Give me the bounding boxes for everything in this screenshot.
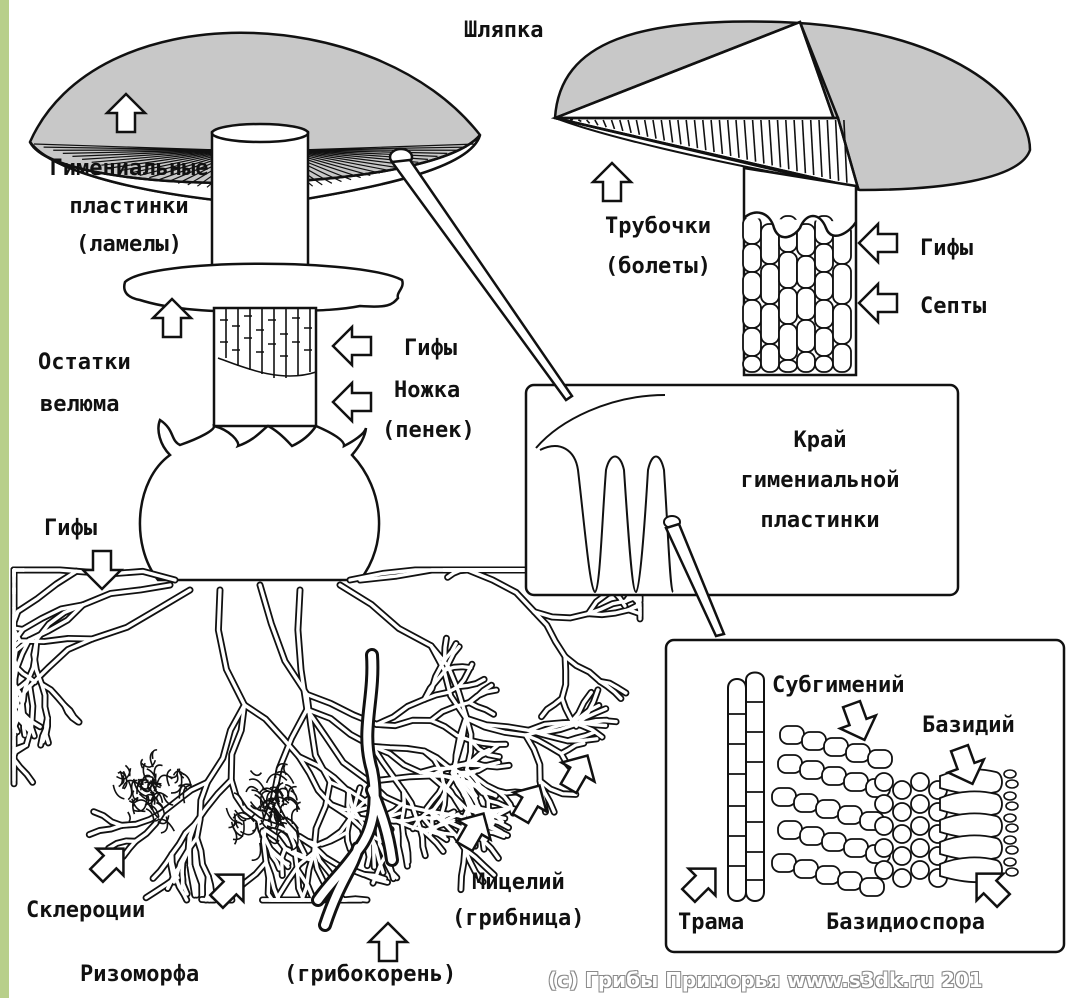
label-hyphae-stem: Гифы xyxy=(404,338,457,360)
volva xyxy=(140,420,379,580)
label-edge-line1: Край xyxy=(690,430,950,452)
label-cap: Шляпка xyxy=(464,20,543,42)
label-veil-line1: Остатки xyxy=(38,352,131,374)
label-trama: Трама xyxy=(678,912,744,934)
label-gills-line2: пластинки xyxy=(10,196,248,218)
label-gills-line1: Гимениальные xyxy=(10,158,248,180)
label-basidiospore: Базидиоспора xyxy=(826,912,985,934)
label-tubes-line2: (болеты) xyxy=(578,256,738,278)
label-mycelium-line1: Мицелий xyxy=(472,872,565,894)
label-rhizomorph-alt: (грибокорень) xyxy=(284,964,456,986)
arrow-hyphae-bolete xyxy=(859,224,897,262)
label-stem-line2: (пенек) xyxy=(382,420,475,442)
label-basidium: Базидий xyxy=(922,715,1015,737)
arrow-tubes xyxy=(593,163,631,201)
label-edge-line2: гимениальной xyxy=(690,470,950,492)
arrow-septa xyxy=(859,284,897,322)
label-gills-line3: (ламелы) xyxy=(10,234,248,256)
label-sclerotia: Склероции xyxy=(26,900,145,922)
zoom-pointer-1 xyxy=(390,149,572,400)
stem-lower xyxy=(214,308,316,426)
label-tubes-line1: Трубочки xyxy=(578,216,738,238)
arrow-rhizomorph xyxy=(369,923,407,961)
label-hyphae-bolete: Гифы xyxy=(920,238,973,260)
label-edge-line3: пластинки xyxy=(690,510,950,532)
label-septa: Септы xyxy=(920,296,986,318)
label-subhymenium: Субгимений xyxy=(772,675,904,697)
label-rhizomorph: Ризоморфа xyxy=(80,964,199,986)
arrow-hyphae-stem xyxy=(333,327,371,365)
arrow-stem xyxy=(333,383,371,421)
bolete-cap xyxy=(555,22,1030,190)
watermark: (c) Грибы Приморья www.s3dk.ru 201 xyxy=(548,968,983,992)
label-hyphae-volva: Гифы xyxy=(44,518,97,540)
arrow-hyphae-volva xyxy=(83,551,121,589)
bolete-stem xyxy=(743,168,856,375)
left-frame-strip xyxy=(0,0,9,998)
label-stem-line1: Ножка xyxy=(394,380,460,402)
label-veil-line2: велюма xyxy=(40,394,119,416)
label-mycelium-line2: (грибница) xyxy=(452,908,584,930)
